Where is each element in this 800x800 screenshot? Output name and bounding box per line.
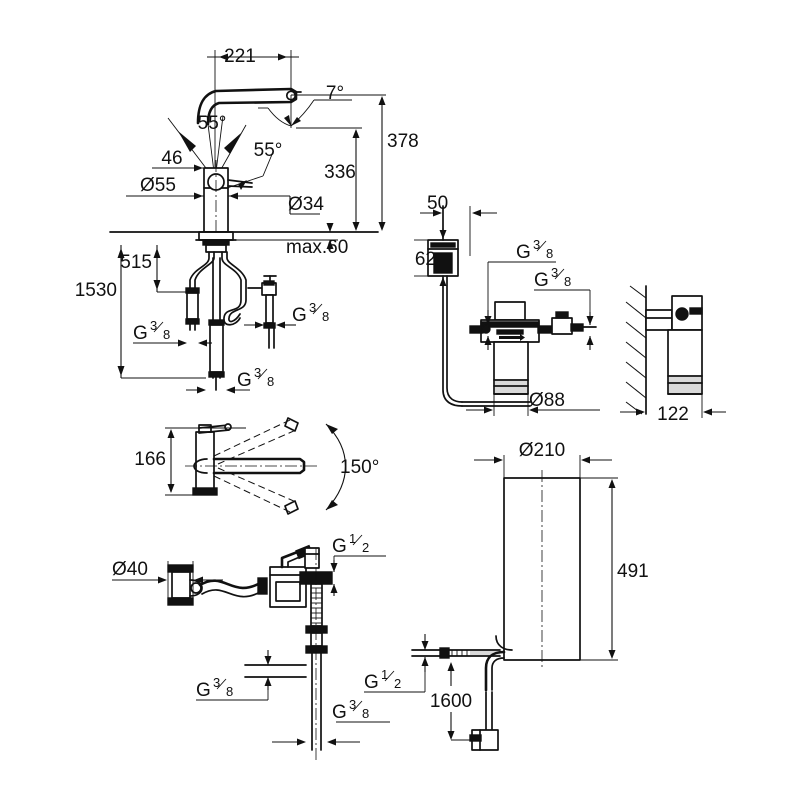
dim-label-d210: Ø210 — [519, 440, 565, 461]
dim-label-46: 46 — [161, 148, 182, 169]
view-boiler: Ø210 491 — [364, 440, 649, 751]
dim-total-height: 378 — [291, 94, 419, 231]
dim-label-55deg-right: 55° — [254, 140, 283, 161]
thread-label-bottom-num: 3 — [254, 365, 261, 380]
dim-spout-height: 336 — [296, 127, 362, 231]
thread-callout-left: G 3 8 — [133, 318, 212, 347]
faucet-body — [195, 160, 253, 253]
filter-thread-in-num: 3 — [533, 237, 540, 252]
dim-label-491: 491 — [617, 561, 649, 582]
thread-label-right-num: 3 — [309, 300, 316, 315]
view-spout-plan: 150° 166 — [134, 417, 379, 515]
dim-shank-diameter: Ø34 — [228, 192, 324, 215]
thread-label-left-num: 3 — [150, 318, 157, 333]
dim-label-d40: Ø40 — [112, 559, 148, 580]
thread-hatch-upper — [311, 587, 322, 624]
valve-thread-left-num: 3 — [213, 675, 220, 690]
dim-label-150deg: 150° — [340, 457, 379, 478]
dim-wall-projection: 122 — [620, 394, 726, 425]
dim-label-1600: 1600 — [430, 691, 472, 712]
dim-label-122: 122 — [657, 404, 689, 425]
dim-label-1530: 1530 — [75, 280, 117, 301]
dim-label-55deg-left: 55° — [198, 113, 227, 134]
thread-label-bottom-prefix: G — [237, 370, 252, 391]
dim-label-515: 515 — [120, 252, 152, 273]
view-valve-detail: G 1 2 Ø40 — [112, 531, 390, 760]
valve-thread-right-prefix: G — [332, 702, 347, 723]
wall-hatching — [625, 285, 647, 415]
dim-cable-length: 1600 — [430, 662, 478, 741]
filter-thread-in-den: 8 — [546, 246, 553, 261]
filter-thread-in: G 3 8 — [484, 237, 556, 350]
valve-thread-left-den: 8 — [226, 684, 233, 699]
dim-label-7deg: 7° — [326, 83, 344, 104]
view-faucet-elevation: 221 7° — [75, 46, 419, 394]
valve-thread-callout-top: G 1 2 — [330, 531, 386, 596]
counter-top: max.60 — [109, 223, 379, 258]
dim-label-378: 378 — [387, 131, 419, 152]
dim-bracket-width: 50 — [420, 193, 497, 256]
boiler-supply-pipe — [411, 647, 501, 659]
view-filter-side: 122 — [620, 285, 726, 425]
dim-tank-diameter: Ø210 — [474, 440, 612, 478]
dim-label-max60: max.60 — [286, 237, 348, 258]
dim-label-50: 50 — [427, 193, 448, 214]
thread-label-right-den: 8 — [322, 309, 329, 324]
dim-label-62: 62 — [415, 249, 436, 270]
dim-label-221: 221 — [224, 46, 256, 67]
dim-spout-tilt: 7° — [258, 83, 352, 128]
thread-label-left-den: 8 — [163, 327, 170, 342]
dim-label-166: 166 — [134, 449, 166, 470]
dim-base-diameter: Ø55 — [126, 175, 204, 200]
filter-thread-out-den: 8 — [564, 274, 571, 289]
view-filter-front: 50 62 — [414, 193, 600, 416]
filter-thread-in-prefix: G — [516, 242, 531, 263]
dim-label-d88: Ø88 — [529, 390, 565, 411]
faucet-hoses — [185, 251, 277, 391]
dim-label-d55: Ø55 — [140, 175, 176, 196]
dim-filter-diameter: Ø88 — [466, 390, 600, 416]
dim-spout-height-166: 166 — [134, 427, 246, 496]
thread-label-left-prefix: G — [133, 323, 148, 344]
valve-thread-left-prefix: G — [196, 680, 211, 701]
boiler-thread-den: 2 — [394, 676, 401, 691]
dim-offset-46: 46 — [152, 148, 204, 172]
valve-thread-right-den: 8 — [362, 706, 369, 721]
dim-hose-515: 515 — [120, 245, 190, 293]
thread-label-bottom-den: 8 — [267, 374, 274, 389]
valve-thread-callout-right: G 3 8 — [272, 697, 390, 746]
filter-thread-out-num: 3 — [551, 265, 558, 280]
valve-thread-top-den: 2 — [362, 540, 369, 555]
boiler-thread-prefix: G — [364, 672, 379, 693]
dim-label-336: 336 — [324, 162, 356, 183]
dim-label-d34: Ø34 — [288, 194, 324, 215]
dim-swivel-range: 150° — [325, 423, 379, 511]
thread-label-right-prefix: G — [292, 305, 307, 326]
dim-counter-thickness: max.60 — [236, 223, 348, 258]
boiler-thread-num: 1 — [381, 667, 388, 682]
filter-thread-out: G 3 8 — [534, 265, 594, 350]
valve-thread-callout-left: G 3 8 — [196, 650, 307, 701]
dim-tank-height: 491 — [580, 477, 649, 661]
boiler-thread-callout: G 1 2 — [364, 634, 429, 693]
valve-thread-top-num: 1 — [349, 531, 356, 546]
spout-swing-positions — [213, 417, 299, 515]
valve-thread-top-prefix: G — [332, 536, 347, 557]
thread-callout-right: G 3 8 — [244, 300, 329, 329]
filter-thread-out-prefix: G — [534, 270, 549, 291]
valve-thread-right-num: 3 — [349, 697, 356, 712]
dim-elbow-diameter: Ø40 — [112, 559, 223, 602]
dim-hose-1530: 1530 — [75, 245, 206, 379]
thread-callout-bottom: G 3 8 — [186, 365, 274, 394]
pipe-thread-hatch — [451, 650, 468, 656]
